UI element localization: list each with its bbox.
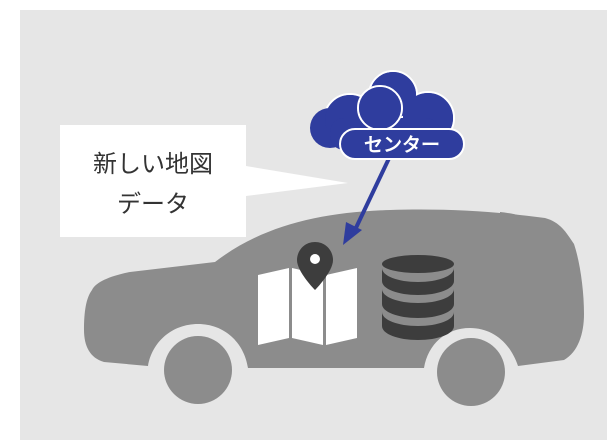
download-arrow <box>343 151 394 245</box>
map-panel-left <box>258 268 289 345</box>
map-icon <box>258 268 357 345</box>
pin-dot <box>310 254 320 264</box>
arrow-shaft <box>352 151 394 233</box>
car-rear-wheel <box>437 338 505 406</box>
car-roof-edge <box>500 212 546 232</box>
cloud-label-pill <box>339 128 465 160</box>
db-disk-bottom <box>382 312 454 340</box>
arrow-head <box>343 222 362 245</box>
database-icon <box>382 255 454 340</box>
callout-line-2: データ <box>117 190 189 218</box>
callout-bubble: 新しい地図 データ <box>60 125 348 237</box>
db-top <box>382 255 454 273</box>
callout-shape <box>60 125 348 237</box>
location-pin-icon <box>297 242 333 290</box>
db-disk-upper <box>382 268 454 295</box>
pin-shape <box>297 242 333 290</box>
car-front-wheel <box>164 336 232 404</box>
cloud-icon: センター <box>310 70 465 160</box>
car-rear-step <box>540 220 552 234</box>
cloud-label: センター <box>364 134 440 156</box>
map-panel-right <box>326 268 357 345</box>
db-disk-middle <box>382 289 454 318</box>
callout-line-1: 新しい地図 <box>93 150 213 178</box>
